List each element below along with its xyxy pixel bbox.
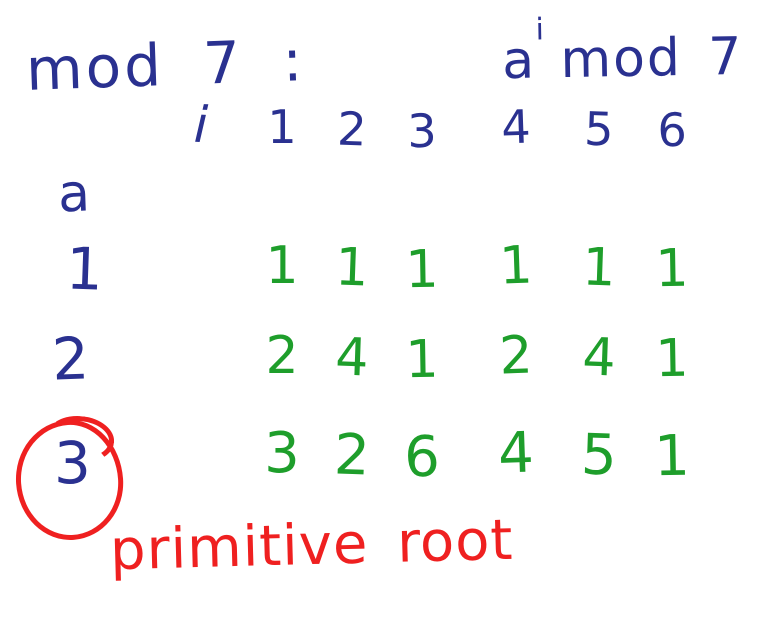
page-title: mod 7 : bbox=[24, 26, 307, 104]
table-cell: 3 bbox=[264, 421, 300, 486]
table-cell: 1 bbox=[654, 238, 690, 300]
table-cell: 4 bbox=[497, 420, 535, 487]
table-cell: 1 bbox=[404, 239, 440, 301]
table-cell: 2 bbox=[332, 422, 371, 489]
column-header: 2 bbox=[336, 101, 368, 157]
column-header: 4 bbox=[500, 99, 532, 155]
formula-suffix: mod 7 bbox=[559, 26, 744, 91]
table-cell: 4 bbox=[334, 327, 370, 389]
table-cell: 1 bbox=[265, 236, 299, 296]
table-cell: 6 bbox=[403, 424, 441, 491]
column-header: 6 bbox=[656, 102, 688, 158]
column-header: 3 bbox=[406, 103, 438, 159]
table-cell: 1 bbox=[654, 328, 690, 390]
table-cell: 1 bbox=[404, 329, 440, 391]
table-cell: 1 bbox=[334, 237, 370, 299]
table-cell: 4 bbox=[581, 327, 617, 389]
table-cell: 2 bbox=[498, 325, 534, 387]
row-axis-label: a bbox=[56, 163, 91, 225]
table-cell: 1 bbox=[653, 423, 691, 490]
annotation-label: primitive root bbox=[109, 507, 515, 584]
column-axis-label: i bbox=[192, 95, 209, 155]
formula-base: a bbox=[501, 30, 535, 92]
table-cell: 1 bbox=[581, 237, 617, 299]
exponent-formula: ai mod 7 bbox=[501, 12, 744, 91]
row-label: 2 bbox=[50, 324, 91, 394]
column-header: 5 bbox=[583, 101, 615, 157]
table-cell: 1 bbox=[498, 235, 534, 297]
column-header: 1 bbox=[267, 100, 297, 154]
formula-exponent: i bbox=[535, 12, 545, 48]
table-cell: 2 bbox=[265, 326, 299, 386]
table-cell: 5 bbox=[580, 422, 618, 489]
row-label: 1 bbox=[64, 234, 105, 304]
